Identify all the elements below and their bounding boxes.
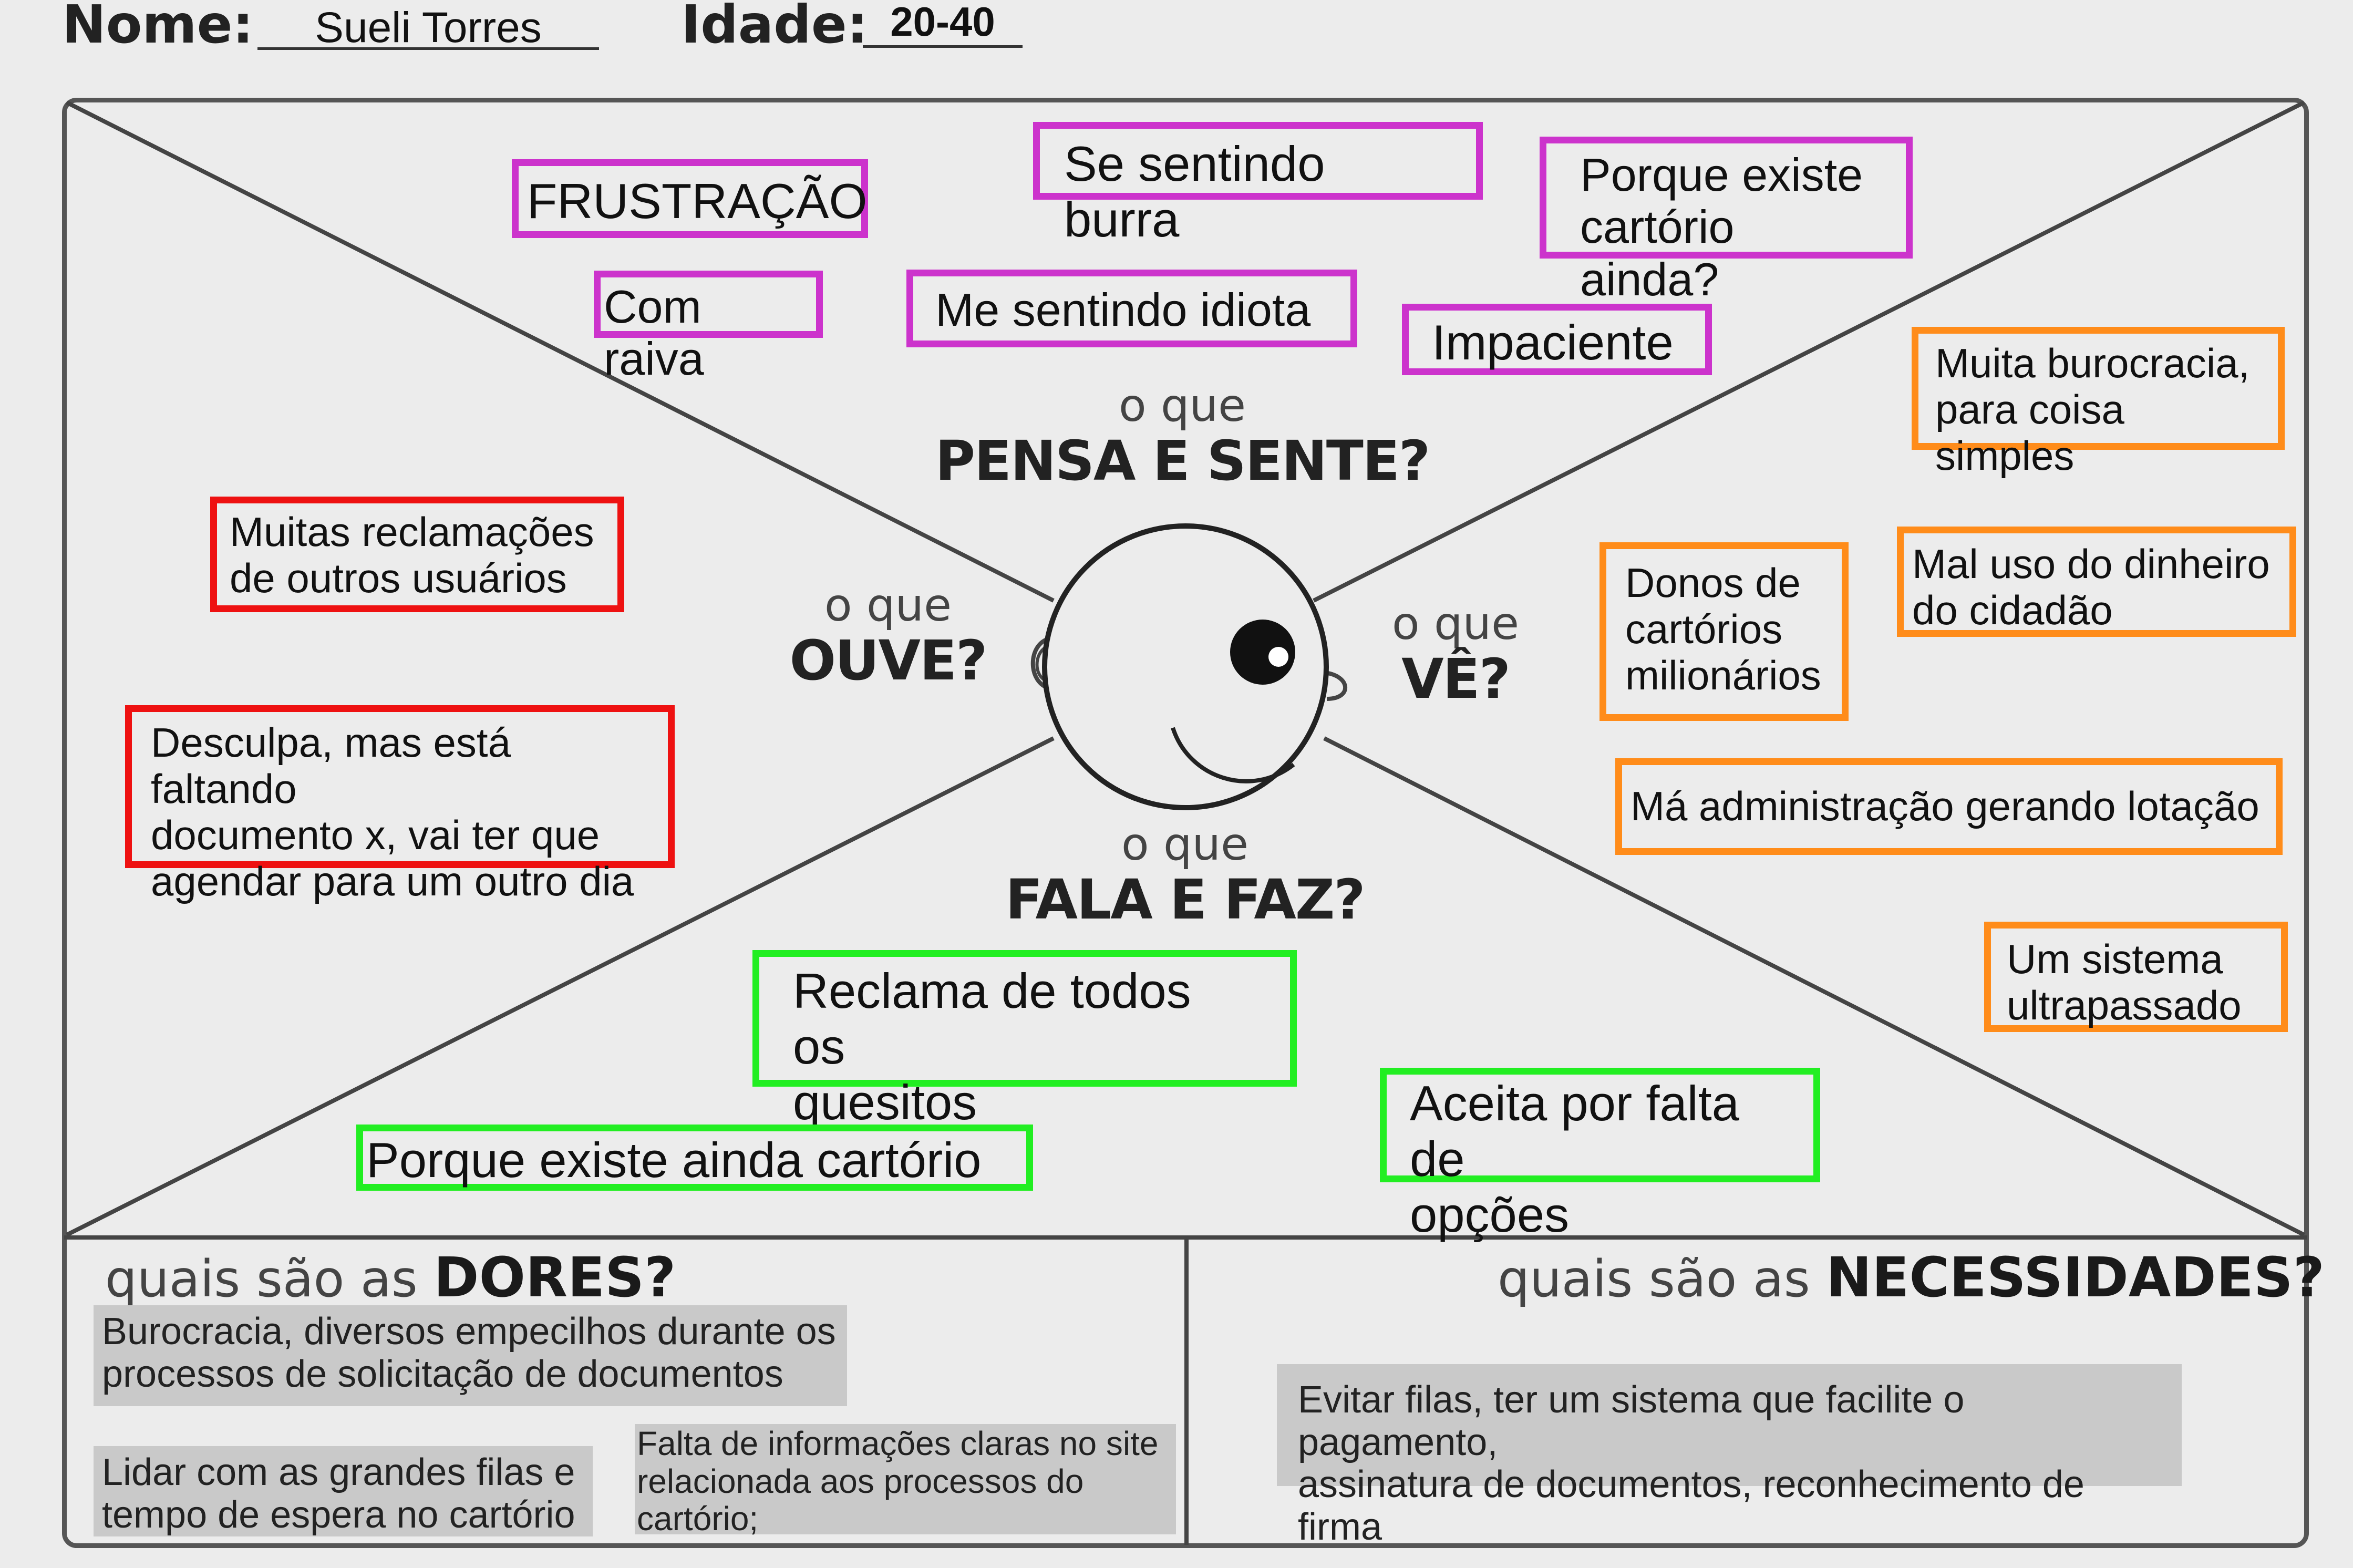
diagonal-bottom-right (1323, 736, 2305, 1237)
dor-burocracia[interactable]: Burocracia, diversos empecilhos durante … (94, 1305, 847, 1406)
heading-ouve-title: OUVE? (789, 628, 988, 693)
dor-filas[interactable]: Lidar com as grandes filas e tempo de es… (94, 1446, 593, 1536)
note-reclamacoes-usuarios[interactable]: Muitas reclamações de outros usuários (210, 497, 624, 612)
note-aceita-falta-opcoes[interactable]: Aceita por falta de opções (1380, 1068, 1820, 1242)
note-impaciente[interactable]: Impaciente (1402, 304, 1712, 375)
dores-prefix: quais são as (105, 1250, 434, 1308)
name-label: Nome: (62, 0, 254, 55)
heading-ouve-q: o que (824, 579, 952, 632)
note-frustracao[interactable]: FRUSTRAÇÃO (512, 159, 868, 238)
note-mal-uso-dinheiro[interactable]: Mal uso do dinheiro do cidadão (1897, 527, 2296, 637)
note-porque-existe-cartorio[interactable]: Porque existe ainda cartório (356, 1125, 1033, 1191)
heading-pensa-sente: o que PENSA E SENTE? (867, 381, 1498, 491)
age-label: Idade: (681, 0, 868, 55)
ear-right-icon (1324, 670, 1348, 701)
diagonal-bottom-left (66, 736, 1055, 1237)
heading-ve-title: VÊ? (1401, 646, 1511, 711)
ear-left-icon (1030, 636, 1051, 690)
note-donos-cartorios[interactable]: Donos de cartórios milionários (1599, 542, 1849, 721)
note-com-raiva[interactable]: Com raiva (594, 271, 823, 385)
heading-ve-q: o que (1392, 597, 1519, 650)
face-icon (1030, 523, 1348, 810)
diagonal-top-left (66, 100, 1055, 603)
diagonal-top-right (1313, 100, 2305, 603)
dores-title: quais são as DORES? (105, 1245, 676, 1309)
note-sistema-ultrapassado[interactable]: Um sistema ultrapassado (1984, 922, 2288, 1032)
heading-fala-faz: o que FALA E FAZ? (870, 820, 1500, 930)
note-reclama-quesitos[interactable]: Reclama de todos os quesitos (752, 950, 1297, 1130)
note-sentindo-burra[interactable]: Se sentindo burra (1033, 122, 1483, 247)
empathy-map-board (62, 98, 2309, 1548)
heading-ve: o que VÊ? (1345, 599, 1566, 709)
dor-falta-informacoes[interactable]: Falta de informações claras no site rela… (635, 1424, 1176, 1538)
heading-fala-q: o que (1121, 818, 1248, 871)
note-porque-cartorio[interactable]: Porque existe cartório ainda? (1540, 137, 1913, 305)
smile-icon (1171, 727, 1295, 783)
heading-ouve: o que OUVE? (762, 581, 1014, 690)
heading-pensa-q: o que (1119, 379, 1246, 432)
heading-pensa-title: PENSA E SENTE? (935, 428, 1430, 493)
necessidades-title: quais são as NECESSIDADES? (1498, 1245, 2325, 1309)
note-muita-burocracia[interactable]: Muita burocracia, para coisa simples (1912, 327, 2285, 479)
age-field[interactable]: 20-40 (863, 0, 1023, 48)
eye-icon (1230, 620, 1295, 685)
heading-fala-title: FALA E FAZ? (1005, 867, 1365, 932)
note-desculpa-documento[interactable]: Desculpa, mas está faltando documento x,… (125, 705, 675, 904)
note-ma-administracao[interactable]: Má administração gerando lotação (1615, 758, 2283, 855)
note-sentindo-idiota[interactable]: Me sentindo idiota (906, 270, 1357, 347)
necessidades-title-bold: NECESSIDADES? (1826, 1245, 2325, 1309)
dores-title-bold: DORES? (434, 1245, 676, 1309)
necessidade-evitar-filas[interactable]: Evitar filas, ter um sistema que facilit… (1277, 1364, 2182, 1548)
name-field[interactable]: Sueli Torres (257, 3, 599, 51)
necessidades-prefix: quais são as (1498, 1250, 1826, 1308)
